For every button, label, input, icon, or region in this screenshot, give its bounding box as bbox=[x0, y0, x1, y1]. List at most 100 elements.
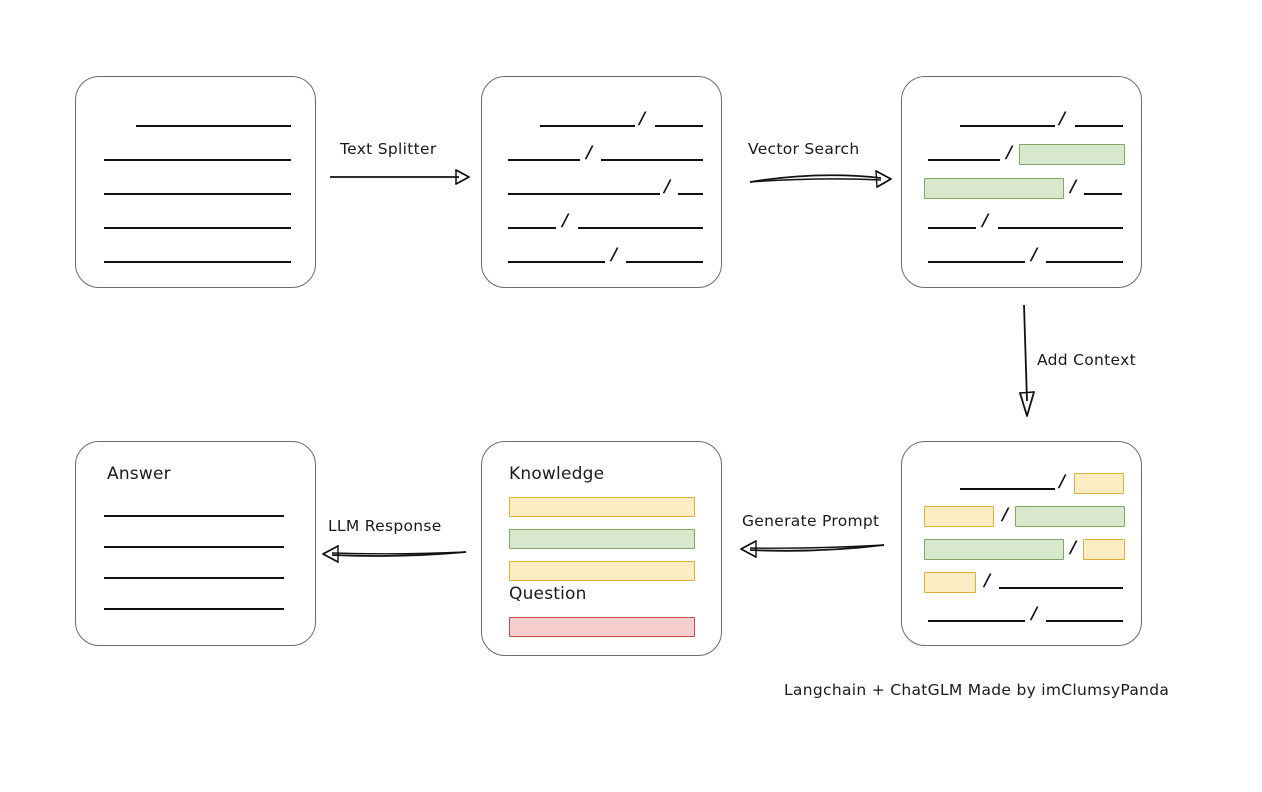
text-row: / bbox=[482, 247, 721, 265]
text-line-segment bbox=[626, 261, 703, 263]
text-row: / bbox=[902, 245, 1141, 265]
answer-label: Answer bbox=[107, 464, 171, 484]
text-line-segment bbox=[104, 546, 284, 548]
text-line-segment bbox=[655, 125, 703, 127]
text-row: / bbox=[902, 109, 1141, 129]
split-chunks-lines: / / / / / bbox=[482, 77, 721, 287]
text-row bbox=[76, 536, 315, 550]
text-row: / bbox=[482, 145, 721, 163]
text-row bbox=[76, 149, 315, 163]
text-row: / bbox=[482, 211, 721, 231]
text-line-segment bbox=[508, 227, 556, 229]
text-line-segment bbox=[998, 227, 1123, 229]
slash-separator: / bbox=[984, 571, 991, 591]
slash-separator: / bbox=[1070, 538, 1077, 558]
knowledge-bar-2 bbox=[509, 529, 695, 549]
edge-vector-search: Vector Search bbox=[748, 140, 893, 190]
card-split-chunks[interactable]: / / / / / bbox=[481, 76, 722, 288]
edge-llm-response: LLM Response bbox=[320, 517, 470, 567]
card-prompt[interactable]: Knowledge Question bbox=[481, 441, 722, 656]
slash-separator: / bbox=[1002, 505, 1009, 525]
text-line-segment bbox=[508, 159, 580, 161]
context-chunks-lines: / / / / / bbox=[902, 442, 1141, 645]
text-row bbox=[76, 251, 315, 265]
knowledge-bar-3 bbox=[509, 561, 695, 581]
text-line-segment bbox=[578, 227, 703, 229]
card-matched-chunks[interactable]: / / / / / bbox=[901, 76, 1142, 288]
edge-label-add-context: Add Context bbox=[1037, 351, 1136, 369]
text-line-segment bbox=[104, 577, 284, 579]
text-row: / bbox=[902, 472, 1141, 494]
text-row: / bbox=[902, 211, 1141, 231]
text-row: / bbox=[482, 177, 721, 197]
text-line-segment bbox=[104, 193, 291, 195]
highlight-chip-green bbox=[924, 539, 1064, 560]
text-line-segment bbox=[1046, 620, 1123, 622]
text-row: / bbox=[902, 571, 1141, 593]
question-label: Question bbox=[509, 584, 587, 604]
text-row bbox=[76, 567, 315, 581]
card-context-chunks[interactable]: / / / / / bbox=[901, 441, 1142, 646]
text-row bbox=[76, 183, 315, 197]
edge-label-llm-response: LLM Response bbox=[328, 517, 442, 535]
text-line-segment bbox=[104, 261, 291, 263]
highlight-chip-yellow bbox=[1083, 539, 1125, 560]
matched-chunks-lines: / / / / / bbox=[902, 77, 1141, 287]
text-line-segment bbox=[1084, 193, 1122, 195]
edge-text-splitter: Text Splitter bbox=[328, 140, 473, 190]
text-line-segment bbox=[1046, 261, 1123, 263]
text-line-segment bbox=[960, 488, 1055, 490]
text-line-segment bbox=[540, 125, 635, 127]
text-row: / bbox=[902, 177, 1141, 199]
text-line-segment bbox=[928, 620, 1025, 622]
text-line-segment bbox=[508, 261, 605, 263]
highlight-chip-yellow bbox=[1074, 473, 1124, 494]
slash-separator: / bbox=[1006, 143, 1013, 163]
slash-separator: / bbox=[1070, 177, 1077, 197]
knowledge-label: Knowledge bbox=[509, 464, 605, 484]
edge-label-text-splitter: Text Splitter bbox=[340, 140, 437, 158]
text-row: / bbox=[902, 143, 1141, 165]
text-line-segment bbox=[104, 515, 284, 517]
card-source-document[interactable] bbox=[75, 76, 316, 288]
slash-separator: / bbox=[1059, 109, 1066, 129]
text-row bbox=[76, 598, 315, 612]
footer-credit: Langchain + ChatGLM Made by imClumsyPand… bbox=[784, 681, 1170, 699]
text-row: / bbox=[482, 109, 721, 129]
text-row: / bbox=[902, 604, 1141, 624]
edge-generate-prompt: Generate Prompt bbox=[738, 512, 888, 562]
slash-separator: / bbox=[1059, 472, 1066, 492]
text-line-segment bbox=[678, 193, 703, 195]
slash-separator: / bbox=[664, 177, 671, 197]
text-row bbox=[76, 217, 315, 231]
highlight-chip-yellow bbox=[924, 506, 994, 527]
slash-separator: / bbox=[562, 211, 569, 231]
card-answer[interactable]: Answer bbox=[75, 441, 316, 646]
edge-label-generate-prompt: Generate Prompt bbox=[742, 512, 880, 530]
source-document-lines bbox=[76, 77, 315, 287]
question-bar-1 bbox=[509, 617, 695, 637]
text-line-segment bbox=[104, 227, 291, 229]
slash-separator: / bbox=[1031, 245, 1038, 265]
slash-separator: / bbox=[639, 109, 646, 129]
knowledge-bar-1 bbox=[509, 497, 695, 517]
slash-separator: / bbox=[1031, 604, 1038, 624]
highlight-chip-yellow bbox=[924, 572, 976, 593]
highlight-chip-green bbox=[1015, 506, 1125, 527]
text-line-segment bbox=[104, 608, 284, 610]
slash-separator: / bbox=[982, 211, 989, 231]
text-line-segment bbox=[508, 193, 660, 195]
text-line-segment bbox=[104, 159, 291, 161]
text-line-segment bbox=[136, 125, 291, 127]
text-row: / bbox=[902, 505, 1141, 527]
text-line-segment bbox=[928, 227, 976, 229]
edge-label-vector-search: Vector Search bbox=[748, 140, 860, 158]
text-row: / bbox=[902, 538, 1141, 560]
text-line-segment bbox=[928, 261, 1025, 263]
text-line-segment bbox=[1075, 125, 1123, 127]
text-line-segment bbox=[601, 159, 703, 161]
text-line-segment bbox=[999, 587, 1123, 589]
text-row bbox=[76, 115, 315, 129]
highlight-chip-green bbox=[1019, 144, 1125, 165]
